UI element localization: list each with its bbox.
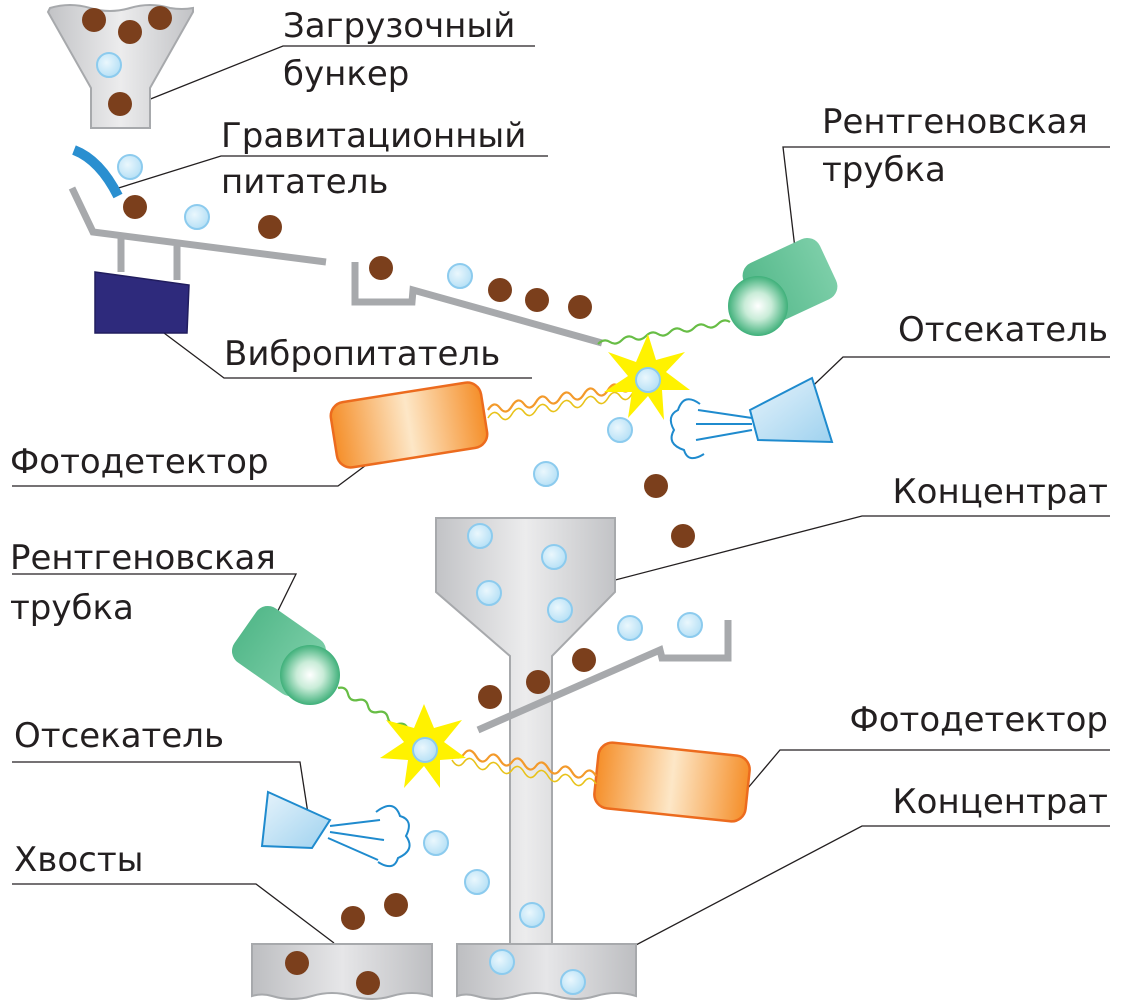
label-ejector-1: Отсекатель	[897, 310, 1108, 350]
leader-concentrate-2	[616, 825, 1110, 956]
waste-particle	[541, 544, 567, 570]
waste-particle	[467, 523, 493, 549]
concentrate-bin	[456, 943, 637, 1000]
xray-beam-1	[597, 319, 731, 345]
ore-particle	[258, 215, 282, 239]
waste-particle	[184, 204, 210, 230]
waste-particle	[560, 969, 586, 995]
ore-particle	[526, 670, 550, 694]
photodetector-2	[593, 741, 751, 823]
ore-particle	[488, 278, 512, 302]
waste-particle	[617, 615, 643, 641]
leader-xray-tube-1	[782, 146, 1110, 258]
waste-particle	[476, 580, 502, 606]
waste-particle	[464, 869, 490, 895]
detected-particle-2	[412, 737, 438, 763]
leader-photodetector-2	[741, 749, 1110, 796]
label-loading-hopper-line1: Загрузочный	[283, 6, 516, 46]
ore-particle	[123, 195, 147, 219]
label-vibro-feeder: Вибропитатель	[224, 334, 501, 374]
concentrate-container-1	[435, 517, 616, 945]
leader-loading-hopper	[137, 45, 535, 105]
ore-particle	[384, 893, 408, 917]
label-xray-tube-2-line1: Рентгеновская	[10, 538, 276, 578]
label-xray-tube-2-line2: трубка	[10, 588, 134, 628]
label-gravity-feeder-line2: питатель	[221, 162, 389, 202]
waste-particle	[677, 612, 703, 638]
leader-ejector-1	[794, 356, 1110, 404]
label-concentrate-2: Концентрат	[892, 782, 1109, 822]
fluorescence-signal-2	[451, 749, 597, 779]
ore-particle	[568, 295, 592, 319]
ore-particle	[118, 20, 142, 44]
waste-particle	[117, 154, 143, 180]
waste-particle	[489, 949, 515, 975]
xray-tube-1-window	[728, 276, 788, 336]
label-tailings: Хвосты	[14, 840, 144, 880]
label-concentrate-1: Концентрат	[892, 472, 1109, 512]
ore-particle	[572, 648, 596, 672]
ejector-1	[669, 376, 834, 460]
gravity-feeder-chute	[72, 145, 123, 199]
waste-particle	[547, 597, 573, 623]
ejector-2	[260, 790, 411, 868]
leader-tailings	[12, 883, 335, 944]
waste-particle	[533, 461, 559, 487]
xray-tube-2	[231, 605, 340, 705]
waste-particle	[607, 417, 633, 443]
xray-tube-2-window	[280, 645, 340, 705]
ore-particle	[478, 685, 502, 709]
label-photodetector-2: Фотодетектор	[849, 700, 1108, 740]
vibro-feeder-tray	[68, 186, 327, 280]
ore-particle	[644, 474, 668, 498]
label-gravity-feeder-line1: Гравитационный	[221, 116, 527, 156]
ore-particle	[671, 524, 695, 548]
ore-particle	[82, 8, 106, 32]
ore-particle	[148, 6, 172, 30]
photodetector-1	[329, 381, 489, 469]
label-loading-hopper-line2: бункер	[283, 54, 410, 94]
detected-particle-1	[635, 367, 661, 393]
leader-ejector-2	[12, 761, 310, 821]
waste-particle	[96, 52, 122, 78]
ore-particle	[285, 951, 309, 975]
leader-gravity-feeder	[111, 155, 548, 191]
ore-particle	[108, 92, 132, 116]
waste-particle	[519, 902, 545, 928]
xray-tube-1	[728, 237, 838, 336]
waste-particle	[423, 830, 449, 856]
conveyor-chute-2	[476, 620, 732, 734]
label-photodetector-1: Фотодетектор	[10, 442, 269, 482]
ore-particle	[525, 288, 549, 312]
conveyor-chute-1	[351, 262, 603, 347]
tailings-bin	[251, 943, 433, 1000]
label-ejector-2: Отсекатель	[14, 716, 225, 756]
label-xray-tube-1-line2: трубка	[822, 150, 946, 190]
ore-particle	[369, 256, 393, 280]
label-xray-tube-1-line1: Рентгеновская	[822, 102, 1088, 142]
ore-particle	[356, 971, 380, 995]
leader-concentrate-1	[595, 515, 1110, 586]
ore-particle	[341, 906, 365, 930]
waste-particle	[447, 263, 473, 289]
vibro-feeder	[94, 271, 190, 334]
